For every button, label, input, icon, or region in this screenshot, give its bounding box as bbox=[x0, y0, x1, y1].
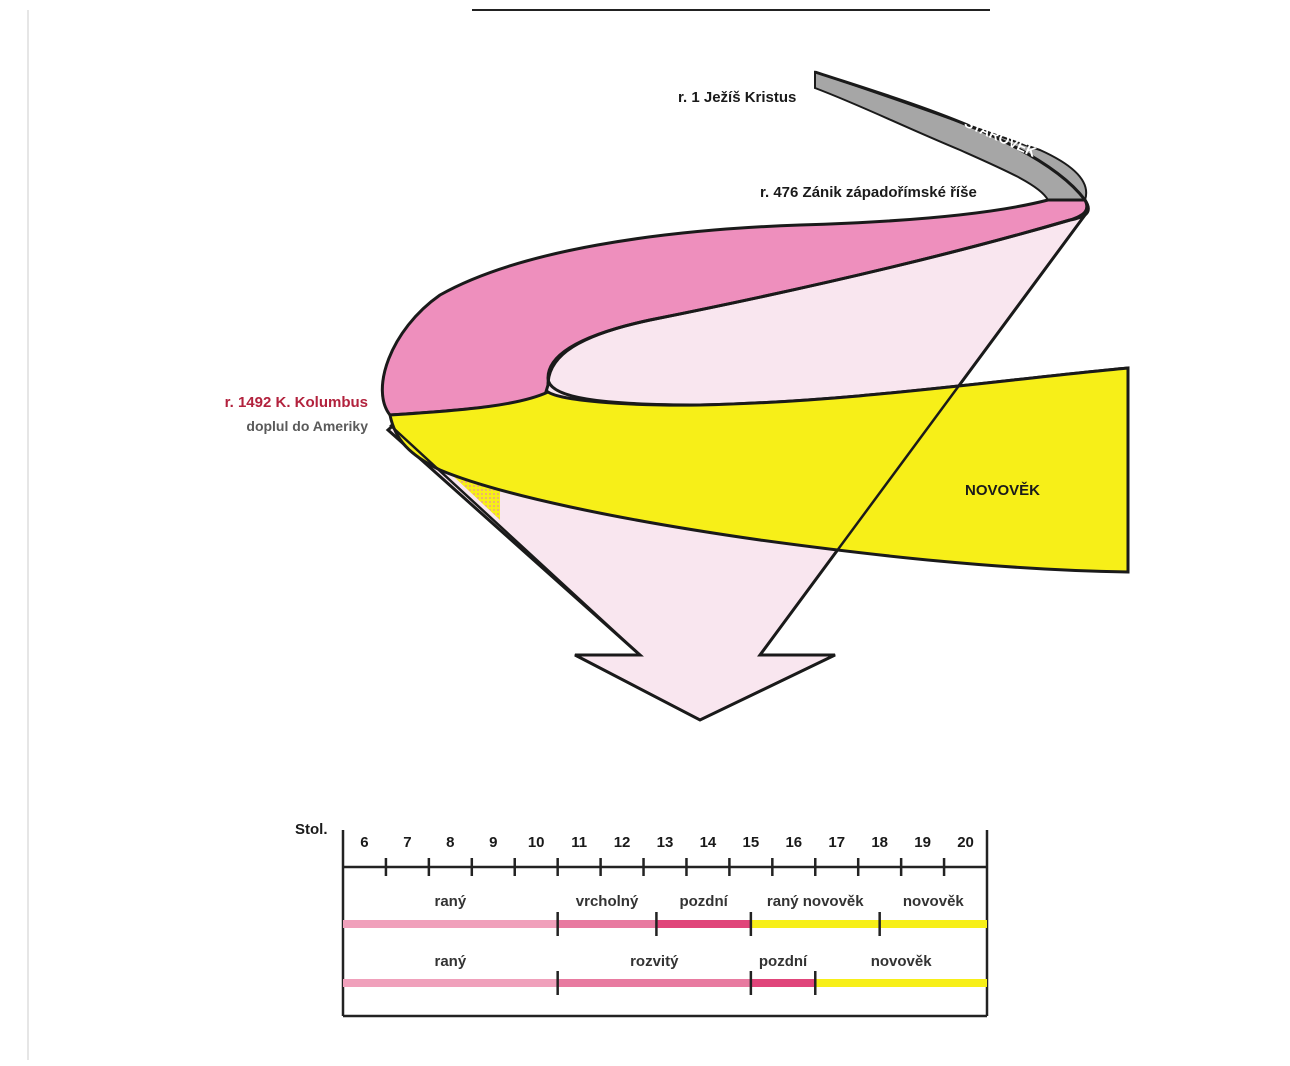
timeline-row2-label: pozdní bbox=[759, 953, 808, 970]
timeline-row2-label: raný bbox=[434, 953, 466, 970]
century-tick-label: 19 bbox=[914, 834, 931, 851]
event-label-birth-jesus: r. 1 Ježíš Kristus bbox=[678, 89, 796, 106]
century-tick-label: 16 bbox=[785, 834, 802, 851]
timeline-row1-bar bbox=[343, 920, 558, 928]
century-tick-label: 10 bbox=[528, 834, 545, 851]
timeline-row1-label: raný novověk bbox=[767, 893, 864, 910]
century-tick-label: 12 bbox=[614, 834, 631, 851]
century-tick-label: 7 bbox=[403, 834, 411, 851]
century-tick-label: 20 bbox=[957, 834, 974, 851]
timeline-row2-bar bbox=[750, 979, 816, 987]
century-tick-label: 11 bbox=[571, 834, 587, 851]
century-tick-label: 18 bbox=[871, 834, 888, 851]
era-label-novovek: NOVOVĚK bbox=[965, 481, 1040, 499]
century-tick-label: 6 bbox=[360, 834, 368, 851]
century-tick-label: 9 bbox=[489, 834, 497, 851]
century-tick-label: 8 bbox=[446, 834, 454, 851]
century-tick-label: 15 bbox=[743, 834, 760, 851]
event-label-columbus-sub: doplul do Ameriky bbox=[246, 418, 368, 434]
century-tick-label: 14 bbox=[700, 834, 717, 851]
timeline-row1-label: novověk bbox=[903, 893, 965, 910]
spiral-outer-line bbox=[814, 70, 1090, 222]
timeline-row1-label: vrcholný bbox=[576, 893, 639, 910]
century-tick-label: 17 bbox=[828, 834, 845, 851]
timeline-row1-bar bbox=[656, 920, 751, 928]
timeline-row1-bar bbox=[879, 920, 987, 928]
arrow-overlay-line bbox=[389, 214, 1087, 722]
timeline-row1-label: raný bbox=[434, 893, 466, 910]
timeline-row2-label: novověk bbox=[871, 953, 933, 970]
starovek-band bbox=[814, 70, 1088, 201]
century-tick-label: 13 bbox=[657, 834, 674, 851]
timeline-row2-bar bbox=[343, 979, 558, 987]
event-label-fall-rome: r. 476 Zánik západořímské říše bbox=[760, 184, 977, 201]
timeline-row2-label: rozvitý bbox=[630, 953, 679, 970]
timeline-row2-bar bbox=[815, 979, 987, 987]
novovek-band bbox=[388, 366, 1130, 574]
timeline-row2-bar bbox=[557, 979, 751, 987]
timeline-row1-label: pozdní bbox=[679, 893, 728, 910]
timeline-axis-label: Stol. bbox=[295, 821, 328, 838]
century-timeline: Stol. 6 7 8 9 10 11 12 13 14 15 16 17 18 19 20 raný vrch… bbox=[295, 821, 989, 1018]
timeline-row1-bar bbox=[557, 920, 657, 928]
event-label-columbus: r. 1492 K. Kolumbus bbox=[225, 394, 368, 411]
timeline-row1-bar bbox=[750, 920, 880, 928]
